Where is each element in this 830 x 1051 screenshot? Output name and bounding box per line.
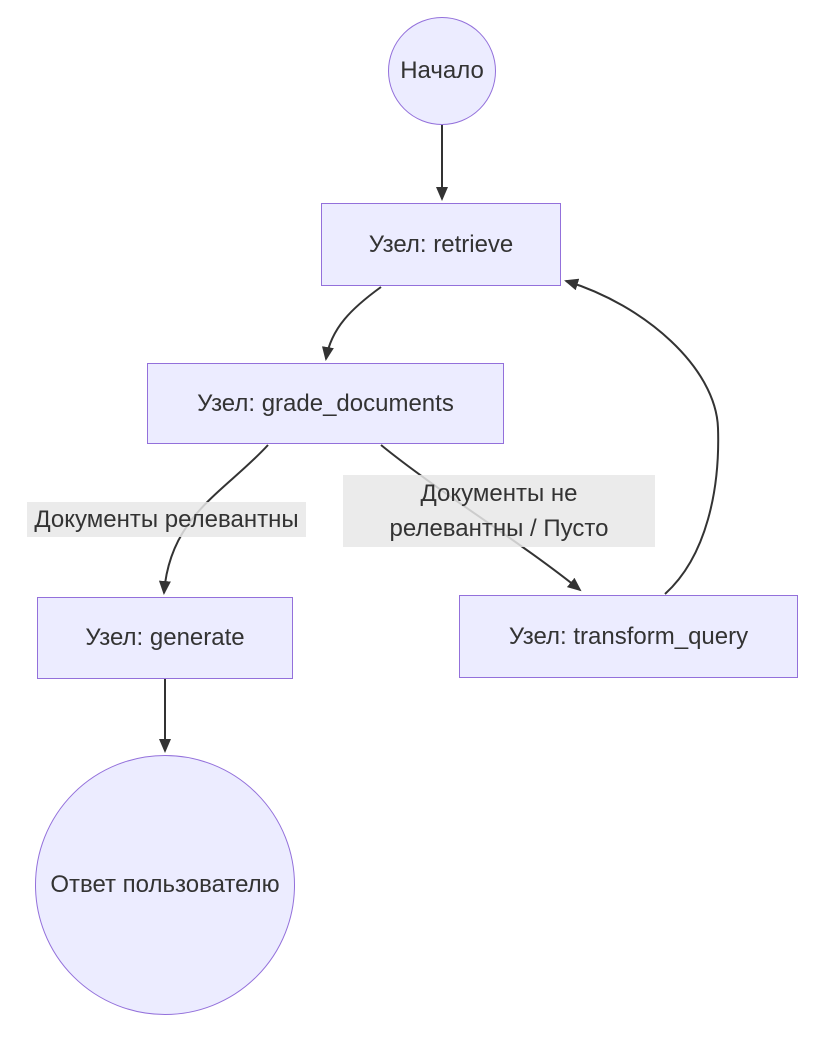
node-generate-label: Узел: generate <box>85 624 245 652</box>
node-start: Начало <box>388 17 496 125</box>
edge-transform-query-retrieve <box>564 278 720 595</box>
node-retrieve-label: Узел: retrieve <box>368 230 514 258</box>
edge-label-documents-not-relevant: Документы не релевантны / Пусто <box>343 475 655 547</box>
node-grade-documents-label: Узел: grade_documents <box>197 389 454 417</box>
node-answer-label: Ответ пользователю <box>50 871 280 899</box>
node-grade-documents: Узел: grade_documents <box>147 363 504 444</box>
edge-label-line-2: релевантны / Пусто <box>389 515 609 542</box>
edge-label-text: Документы релевантны <box>34 506 299 533</box>
node-start-label: Начало <box>400 57 484 85</box>
node-transform-query-label: Узел: transform_query <box>508 622 749 650</box>
edge-label-line-1: Документы не <box>420 480 578 507</box>
node-retrieve: Узел: retrieve <box>321 203 561 286</box>
node-answer: Ответ пользователю <box>35 755 295 1015</box>
node-generate: Узел: generate <box>37 597 293 679</box>
edge-label-documents-relevant: Документы релевантны <box>27 502 306 537</box>
node-transform-query: Узел: transform_query <box>459 595 798 678</box>
edge-retrieve-grade-documents <box>321 286 382 361</box>
